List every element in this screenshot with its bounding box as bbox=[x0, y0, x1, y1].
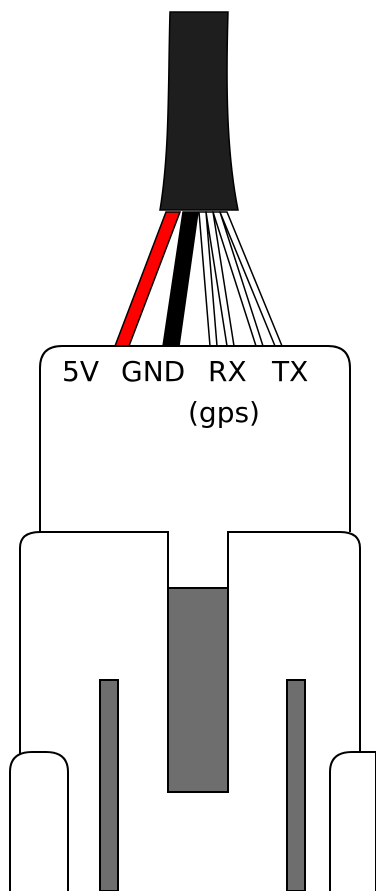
right-slot bbox=[286, 679, 306, 891]
left-slot bbox=[99, 679, 119, 891]
label-rx-gps-note: (gps) bbox=[188, 396, 260, 429]
label-rx: RX bbox=[208, 355, 247, 388]
signal-wires bbox=[198, 211, 284, 347]
label-tx: TX bbox=[271, 355, 308, 388]
right-side-clip bbox=[329, 751, 376, 891]
label-gnd: GND bbox=[121, 355, 185, 388]
connector-upper-housing bbox=[39, 345, 351, 532]
label-5v: 5V bbox=[62, 355, 99, 388]
cable-jacket bbox=[159, 11, 239, 211]
center-latch bbox=[167, 587, 229, 793]
left-side-clip bbox=[9, 751, 69, 891]
